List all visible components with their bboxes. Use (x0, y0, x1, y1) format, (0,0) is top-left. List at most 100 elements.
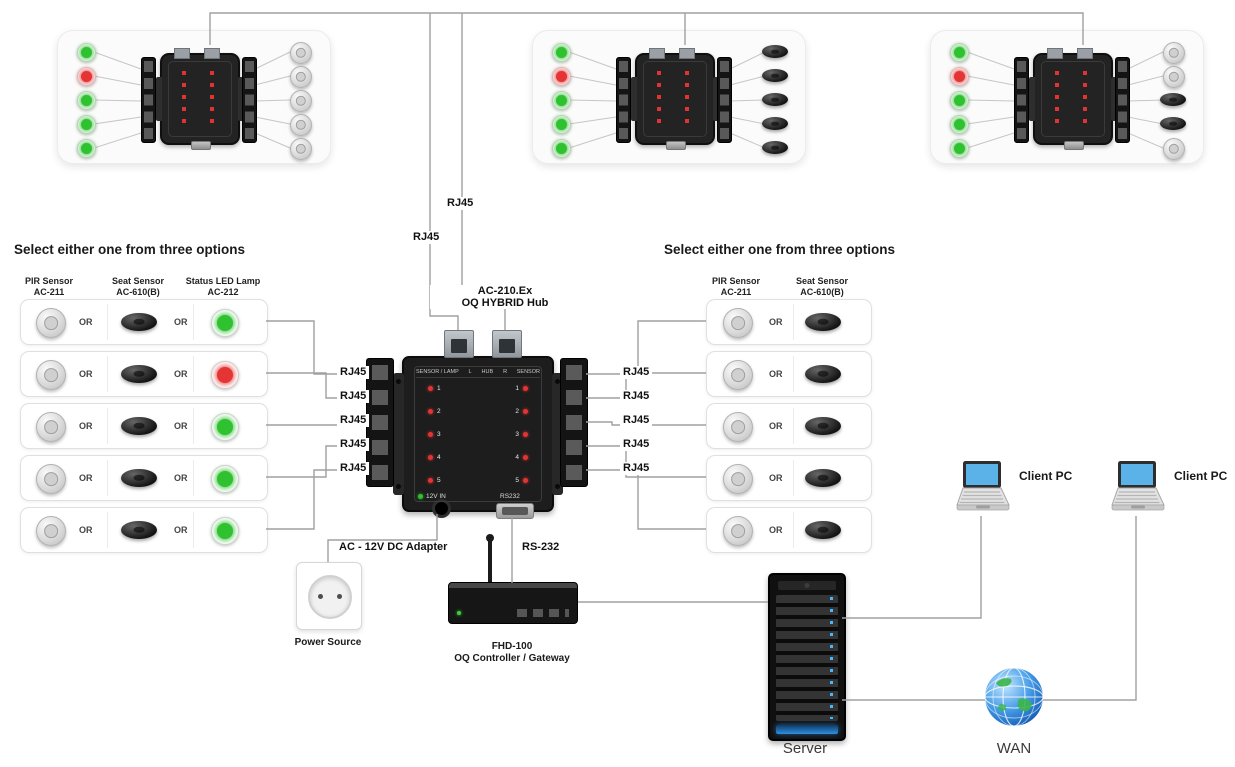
pir-sensor-icon (36, 516, 66, 546)
seat-sensor-icon (762, 45, 788, 58)
column-name: Status LED Lamp (185, 276, 261, 286)
status-led-lamp-icon (950, 43, 969, 62)
seat-sensor-icon (805, 521, 841, 539)
or-label: OR (769, 525, 783, 535)
rs232-label: RS-232 (519, 541, 563, 554)
rj45-label: RJ45 (620, 414, 653, 427)
column-header-seat: Seat Sensor AC-610(B) (98, 276, 178, 298)
seat-sensor-icon (1160, 117, 1186, 130)
port-number: 3 (437, 431, 441, 438)
rj45-ports (372, 365, 388, 480)
hub-model: AC-210.Ex (477, 285, 533, 297)
status-led-lamp-icon (552, 115, 571, 134)
rj45-port-strip (616, 57, 631, 143)
column-divider (793, 460, 794, 496)
column-header-pir: PIR Sensor AC-211 (9, 276, 89, 298)
seat-sensor-icon (121, 469, 157, 487)
column-header-seat: Seat Sensor AC-610(B) (782, 276, 862, 298)
seat-sensor-icon (762, 69, 788, 82)
column-divider (193, 408, 194, 444)
status-led-lamp-icon (552, 139, 571, 158)
rs232-connector (496, 503, 534, 519)
option-row: OR OR (20, 507, 268, 553)
or-label: OR (174, 317, 188, 327)
status-led-lamp-icon (552, 67, 571, 86)
option-row: OR (706, 351, 872, 397)
seat-sensor-icon (805, 365, 841, 383)
hub-title: AC-210.Ex OQ HYBRID Hub (430, 285, 580, 309)
seat-sensor-icon (121, 521, 157, 539)
or-label: OR (769, 473, 783, 483)
port-led: 4 (515, 454, 528, 461)
pir-sensor-icon (723, 308, 753, 338)
column-name: PIR Sensor (711, 276, 760, 286)
rj45-jack (1077, 48, 1093, 59)
client-pc-label: Client PC (1174, 469, 1228, 483)
fhd-100-gateway-device (448, 582, 578, 624)
rj45-jack (649, 48, 665, 59)
rj45-port-strip (1014, 57, 1029, 143)
status-led-lamp-icon (950, 115, 969, 134)
pir-sensor-icon (36, 412, 66, 442)
port-number: 5 (437, 477, 441, 484)
gateway-model-label: FHD-100 (491, 641, 533, 652)
column-model: AC-211 (33, 287, 65, 297)
seat-sensor-icon (121, 417, 157, 435)
led-column (1055, 71, 1059, 129)
seat-sensor-icon (805, 469, 841, 487)
option-row: OR OR (20, 403, 268, 449)
rj45-jack (1047, 48, 1063, 59)
pir-sensor-icon (723, 516, 753, 546)
status-led-lamp-icon (77, 139, 96, 158)
rj45-label: RJ45 (337, 438, 370, 451)
rj45-port-strip (141, 57, 156, 143)
rj45-ports (566, 365, 582, 480)
or-label: OR (79, 369, 93, 379)
pir-sensor-icon (290, 42, 312, 64)
header-hub: HUB (481, 369, 494, 375)
rj45-ports (1017, 61, 1026, 139)
laptop-icon (1111, 461, 1165, 511)
pir-sensor-icon (723, 360, 753, 390)
column-divider (793, 512, 794, 548)
wan-label: WAN (996, 740, 1032, 757)
rj45-label: RJ45 (620, 462, 653, 475)
column-divider (193, 304, 194, 340)
column-divider (107, 512, 108, 548)
rj45-label: RJ45 (620, 438, 653, 451)
seat-sensor-icon (762, 141, 788, 154)
hub-cluster-3 (930, 30, 1204, 164)
cluster-wiring-lines (568, 51, 766, 149)
seat-sensor-icon (762, 93, 788, 106)
dc-power-jack (432, 499, 451, 518)
rj45-ports (619, 61, 628, 139)
led-column (657, 71, 661, 129)
client-pc-label: Client PC (1019, 469, 1073, 483)
status-led-lamp-icon (211, 465, 239, 493)
column-name: Seat Sensor (795, 276, 849, 286)
power-label: 12V IN (426, 493, 446, 500)
column-divider (793, 408, 794, 444)
serial-indicator: RS232 (500, 493, 520, 500)
column-divider (193, 356, 194, 392)
status-led-lamp-icon (211, 517, 239, 545)
hub-name: OQ HYBRID Hub (461, 297, 549, 309)
header-r: R (503, 369, 508, 375)
rj45-port-strip-left (366, 358, 394, 487)
port-led: 3 (515, 431, 528, 438)
option-row: OR OR (20, 455, 268, 501)
port-number: 2 (437, 408, 441, 415)
server-vent (778, 581, 836, 590)
column-divider (107, 356, 108, 392)
port-number: 3 (515, 431, 519, 438)
led-column (182, 71, 186, 129)
or-label: OR (79, 473, 93, 483)
pir-sensor-icon (1163, 66, 1185, 88)
seat-sensor-icon (805, 417, 841, 435)
column-divider (107, 304, 108, 340)
port-number: 5 (515, 477, 519, 484)
or-label: OR (79, 421, 93, 431)
port-led: 1 (515, 385, 528, 392)
